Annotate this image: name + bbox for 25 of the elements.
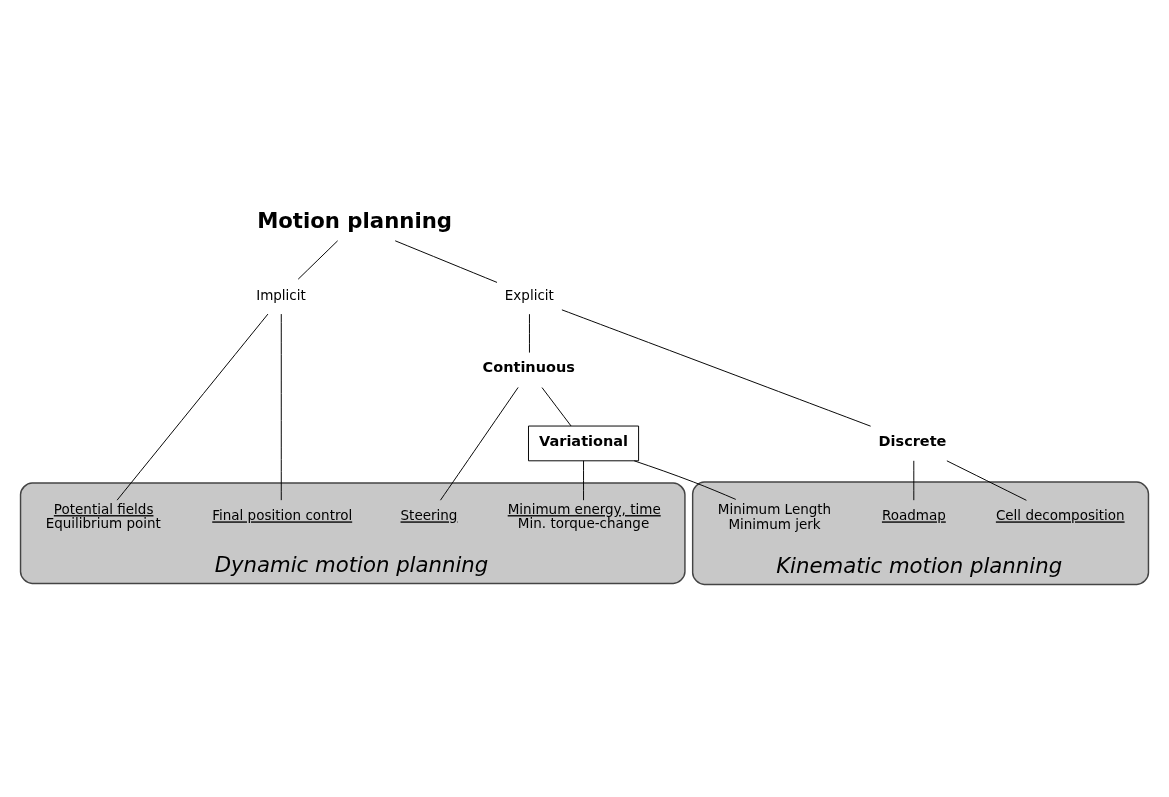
node-text: Implicit: [256, 286, 306, 303]
connector: [394, 239, 498, 283]
node-text: Minimum Length Minimum jerk: [717, 500, 832, 532]
connector: [280, 313, 282, 501]
node-text: Continuous: [482, 358, 575, 375]
connector: [116, 313, 269, 501]
connector: [541, 386, 572, 426]
connector: [439, 386, 519, 501]
node-text: Discrete: [878, 432, 947, 449]
connector: [913, 459, 915, 501]
node-text: Minimum energy, time Min. torque-change: [507, 500, 661, 531]
connector: [946, 459, 1027, 501]
connector: [633, 459, 737, 500]
connector: [583, 459, 584, 501]
node-text: Potential fields Equilibrium point: [45, 500, 161, 531]
connector: [297, 239, 339, 280]
node-box: Variational: [528, 425, 640, 461]
node-text: Motion planning: [257, 207, 453, 233]
node-text: Explicit: [504, 286, 554, 303]
node-text: Steering: [400, 506, 458, 523]
node-text: Cell decomposition: [995, 506, 1125, 523]
node-text: Roadmap: [881, 506, 946, 523]
connector: [561, 308, 872, 427]
connector: [528, 313, 530, 353]
node-text: Final position control: [212, 506, 353, 523]
